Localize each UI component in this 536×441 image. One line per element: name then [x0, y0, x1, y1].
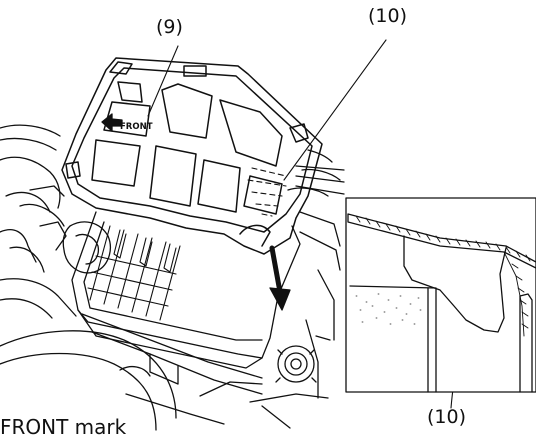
caption: FRONT mark [0, 415, 127, 439]
hidden-tab-outline [247, 167, 287, 217]
frame-background [0, 124, 345, 431]
callout-part-9: (9) [156, 16, 183, 38]
callout-part-10-inset: (10) [427, 406, 467, 428]
detail-inset [345, 197, 536, 393]
cover-label: FRONT [120, 122, 153, 132]
install-arrow-icon [269, 245, 291, 311]
callout-part-10-main: (10) [368, 5, 408, 27]
gear-cap [275, 345, 317, 383]
air-filter-housing [62, 211, 301, 369]
front-mark-text: FRONT [120, 122, 153, 132]
air-cleaner-cover [61, 57, 323, 255]
front-arrow-icon [101, 113, 123, 132]
